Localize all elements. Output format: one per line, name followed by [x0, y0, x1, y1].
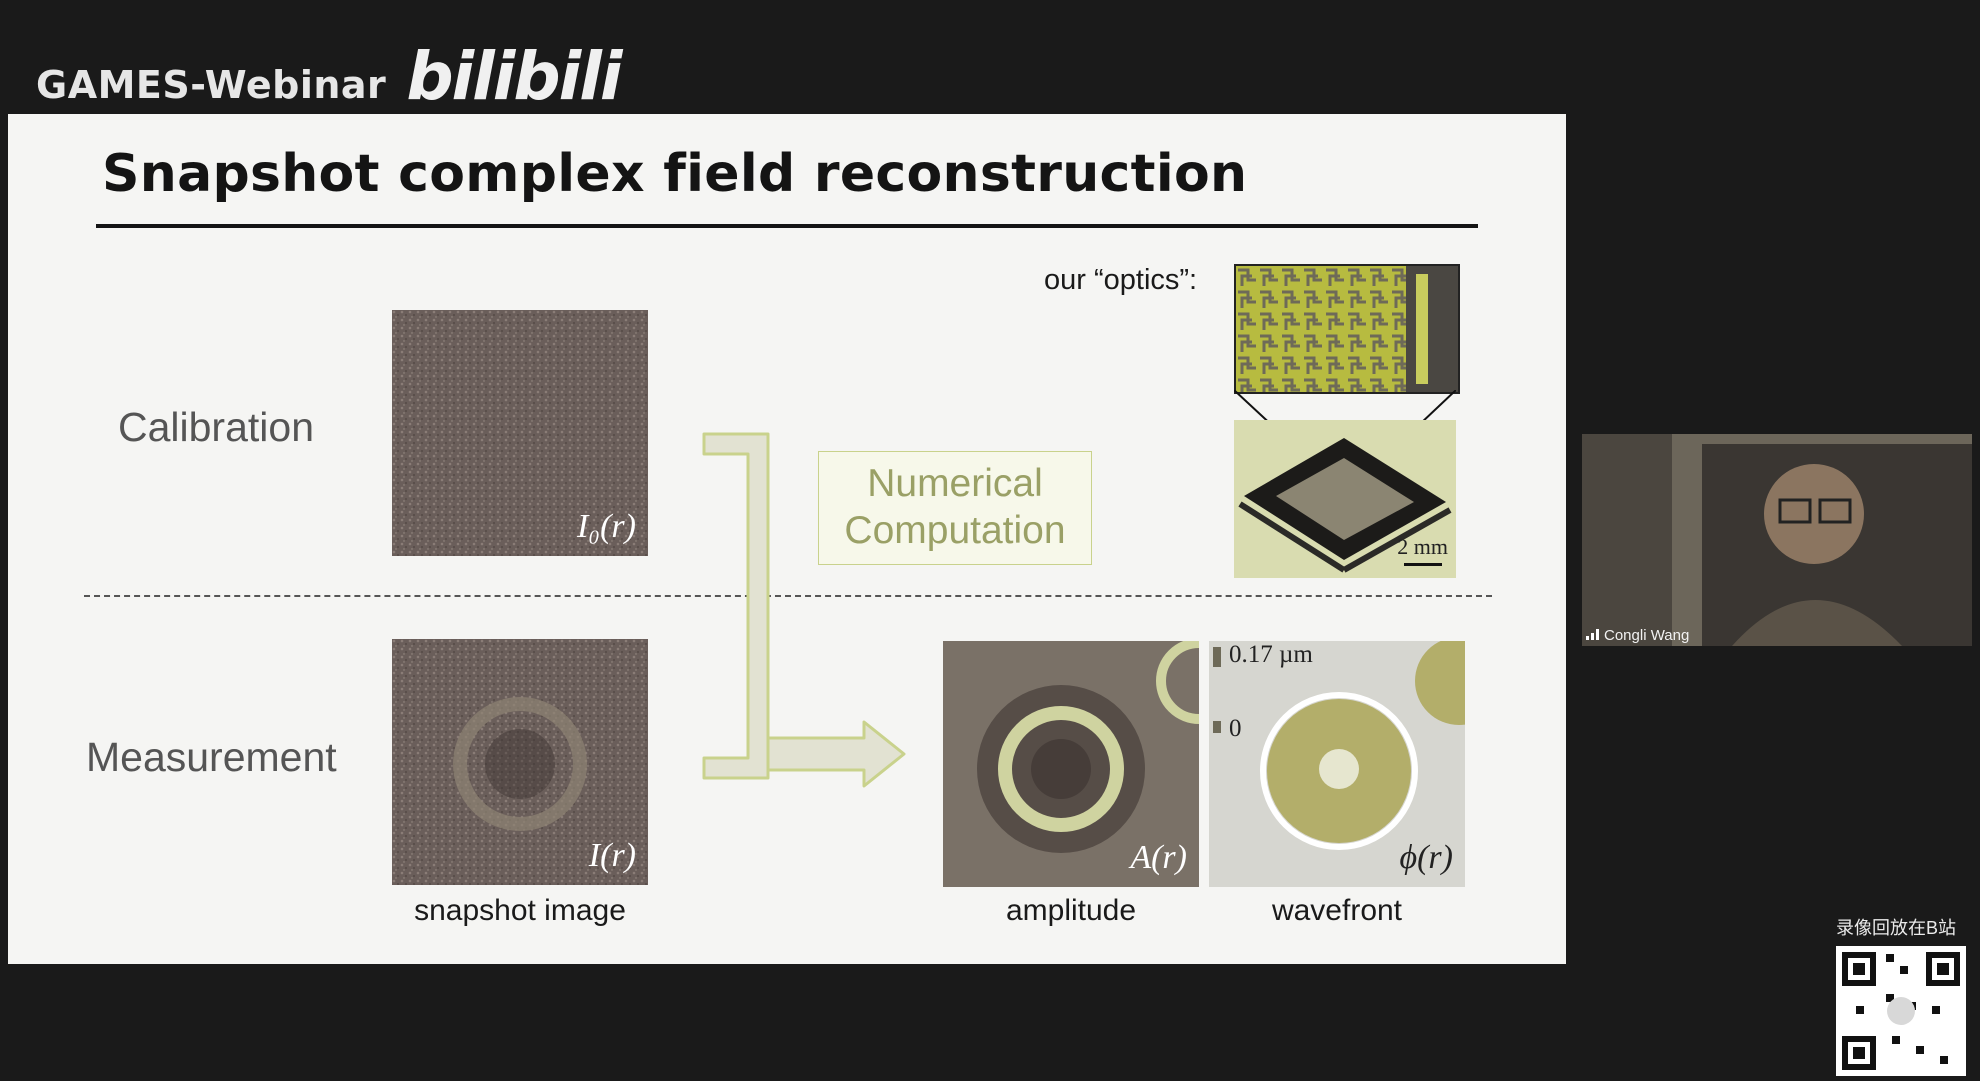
wavefront-caption: wavefront — [1271, 894, 1403, 927]
row-divider — [84, 595, 1492, 597]
brand-text: GAMES-Webinar — [36, 63, 387, 107]
signal-bars-icon — [1586, 627, 1600, 644]
optics-device-diagram: 2 mm — [1234, 420, 1456, 578]
title-divider — [96, 224, 1478, 228]
amplitude-caption: amplitude — [1005, 894, 1137, 927]
presentation-slide: Snapshot complex field reconstruction Ca… — [8, 114, 1566, 964]
measurement-math-label: I(r) — [588, 837, 636, 874]
scale-bar — [1404, 563, 1442, 566]
optics-micrograph — [1234, 264, 1460, 394]
brand-header: GAMES-Webinar bilibili — [36, 38, 623, 115]
colorbar-max: 0.17 µm — [1229, 641, 1313, 668]
numerical-computation-box: Numerical Computation — [818, 451, 1092, 565]
snapshot-caption: snapshot image — [414, 894, 626, 927]
participant-name: Congli Wang — [1604, 627, 1690, 644]
calibration-label: Calibration — [118, 404, 314, 450]
wavefront-image: 0.17 µm 0 ϕ(r) — [1209, 641, 1465, 887]
measurement-speckle-image: I(r) — [392, 639, 648, 885]
amplitude-image: A(r) — [943, 641, 1199, 887]
numerical-line1: Numerical — [867, 462, 1043, 506]
amplitude-math-label: A(r) — [1130, 839, 1187, 876]
numerical-line2: Computation — [844, 509, 1066, 552]
slide-title: Snapshot complex field reconstruction — [102, 144, 1248, 204]
participant-name-tag: Congli Wang — [1586, 627, 1689, 644]
colorbar-min: 0 — [1229, 715, 1242, 742]
flow-arrow — [702, 432, 906, 788]
speaker-silhouette — [1582, 434, 1972, 646]
optics-label: our “optics”: — [1044, 264, 1198, 296]
wavefront-math-label: ϕ(r) — [1399, 839, 1453, 876]
calibration-speckle-image: I₀(r) — [392, 310, 648, 556]
measurement-label: Measurement — [86, 734, 337, 780]
replay-info-text: 录像回放在B站 — [1836, 918, 1957, 938]
scale-bar-label: 2 mm — [1397, 534, 1448, 559]
calibration-math-label: I₀(r) — [576, 508, 636, 545]
qr-code-icon[interactable] — [1836, 946, 1966, 1076]
bilibili-logo: bilibili — [406, 38, 622, 115]
webcam-video[interactable]: Congli Wang — [1582, 434, 1972, 646]
